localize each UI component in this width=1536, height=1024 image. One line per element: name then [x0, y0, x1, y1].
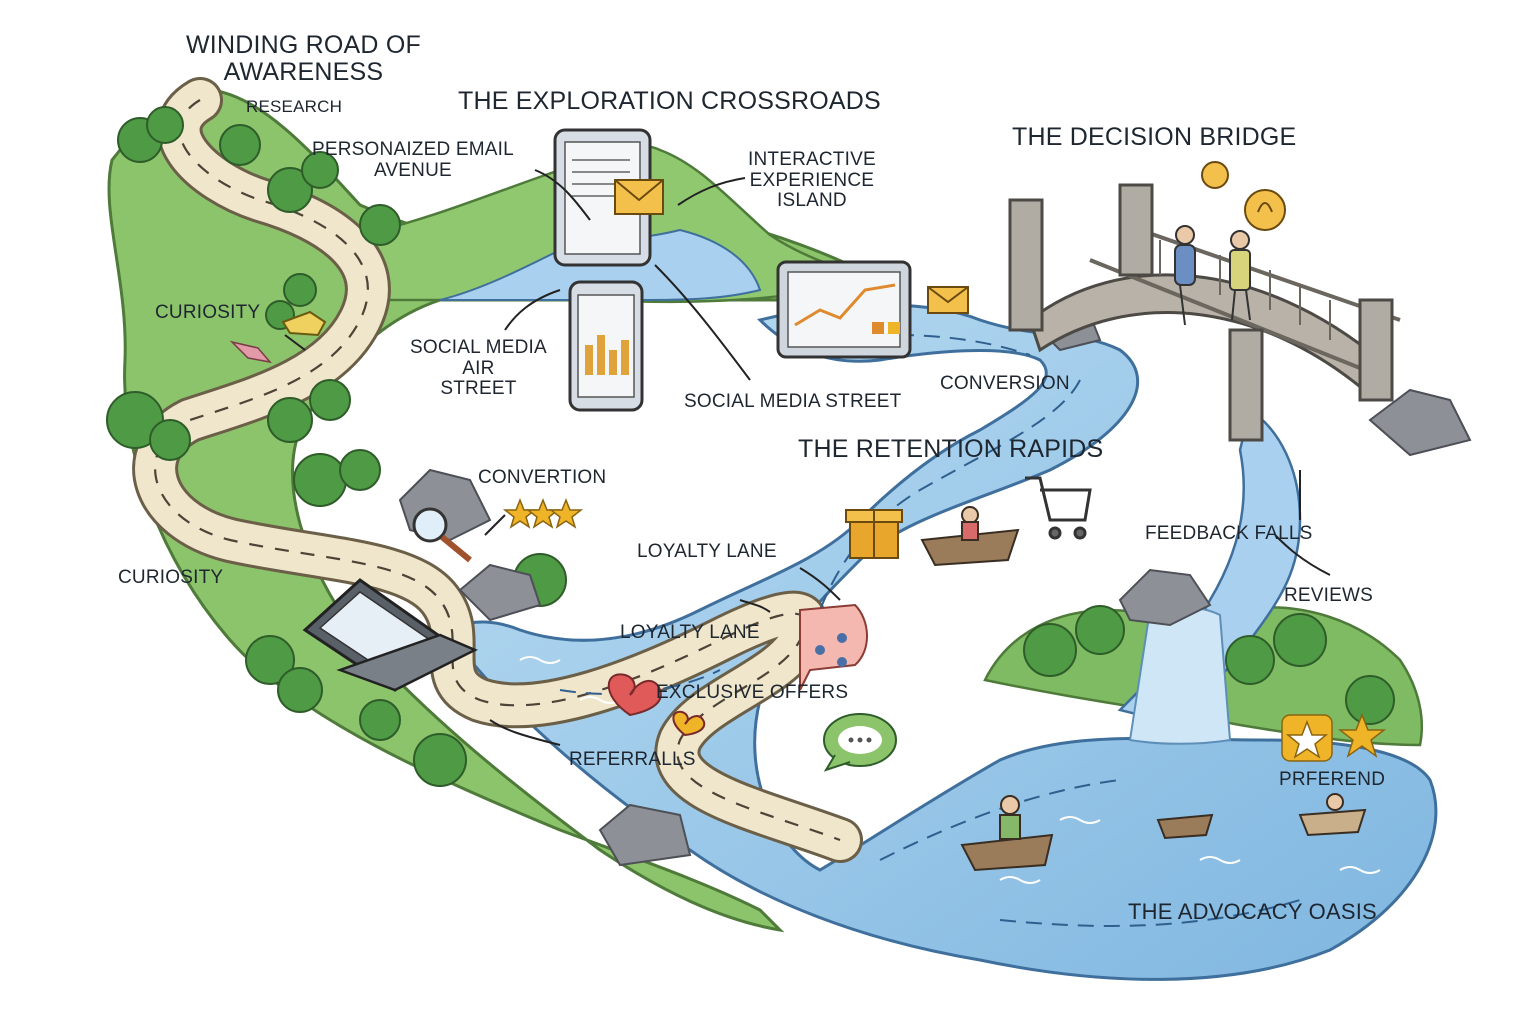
winding-road-title-line-1: WINDING ROAD OF	[186, 31, 421, 59]
share-bubble-icon	[799, 603, 868, 691]
retention-rapids-title: THE RETENTION RAPIDS	[798, 435, 1104, 463]
star-icon	[502, 497, 1387, 762]
social-media-air-label: SOCIAL MEDIA AIR STREET	[410, 337, 547, 400]
winding-road-title-line-2: AWARENESS	[223, 58, 384, 86]
exclusive-offers-label: EXCLUSIVE OFFERS	[656, 682, 849, 703]
tablet-chart-icon	[776, 260, 912, 359]
people-on-bridge	[1174, 225, 1251, 326]
idea-bubble-icon	[1244, 189, 1286, 231]
social-media-air-line-2: AIR	[462, 357, 495, 379]
advocacy-oasis-title: THE ADVOCACY OASIS	[1128, 899, 1377, 924]
prferend-label: PRFEREND	[1279, 769, 1386, 790]
referralls-label: REFERRALLS	[569, 749, 696, 770]
feedback-falls-label: FEEDBACK FALLS	[1145, 523, 1313, 544]
interactive-island-line-1: INTERACTIVE	[748, 149, 876, 170]
boat-icon	[920, 506, 1367, 872]
loyalty-lane-top-label: LOYALTY LANE	[637, 541, 777, 562]
trees	[106, 106, 1395, 787]
social-media-air-line-1: SOCIAL MEDIA	[410, 337, 547, 358]
curiosity-left-label: CURIOSITY	[118, 567, 224, 588]
shopping-cart-icon	[1025, 476, 1092, 540]
social-media-street-label: SOCIAL MEDIA STREET	[684, 391, 902, 412]
winding-road-title: WINDING ROAD OF AWARENESS	[186, 32, 421, 86]
convertion-label: CONVERTION	[478, 467, 607, 488]
personalized-email-line-2: AVENUE	[373, 159, 452, 181]
reviews-label: REVIEWS	[1284, 585, 1374, 606]
personalized-email-line-1: PERSONAIZED EMAIL	[312, 139, 514, 160]
question-bubble-icon	[1201, 161, 1229, 189]
interactive-island-label: INTERACTIVE EXPERIENCE ISLAND	[748, 149, 876, 212]
research-label: RESEARCH	[246, 97, 343, 116]
envelope-icon	[614, 179, 969, 314]
annotation-arrows	[284, 169, 1331, 746]
curiosity-top-label: CURIOSITY	[155, 302, 261, 323]
chat-bubble-icon	[823, 713, 897, 772]
water-ripples	[519, 656, 1381, 884]
decision-bridge-title: THE DECISION BRIDGE	[1012, 123, 1297, 151]
curiosity-figure-icon	[229, 310, 327, 364]
loyalty-lane-bottom-label: LOYALTY LANE	[620, 622, 760, 643]
road-center-dashes	[154, 99, 841, 842]
personalized-email-label: PERSONAIZED EMAIL AVENUE	[312, 139, 514, 181]
social-media-air-line-3: STREET	[440, 378, 517, 400]
interactive-island-line-2: EXPERIENCE	[749, 169, 875, 191]
gift-icon	[845, 509, 903, 559]
heart-icon	[607, 673, 706, 737]
exploration-crossroads-title: THE EXPLORATION CROSSROADS	[458, 87, 881, 115]
phone-social-icon	[568, 280, 644, 412]
interactive-island-line-3: ISLAND	[776, 190, 847, 212]
conversion-label: CONVERSION	[940, 373, 1070, 394]
magnifier-icon	[412, 507, 472, 563]
laptop-icon	[302, 578, 478, 692]
